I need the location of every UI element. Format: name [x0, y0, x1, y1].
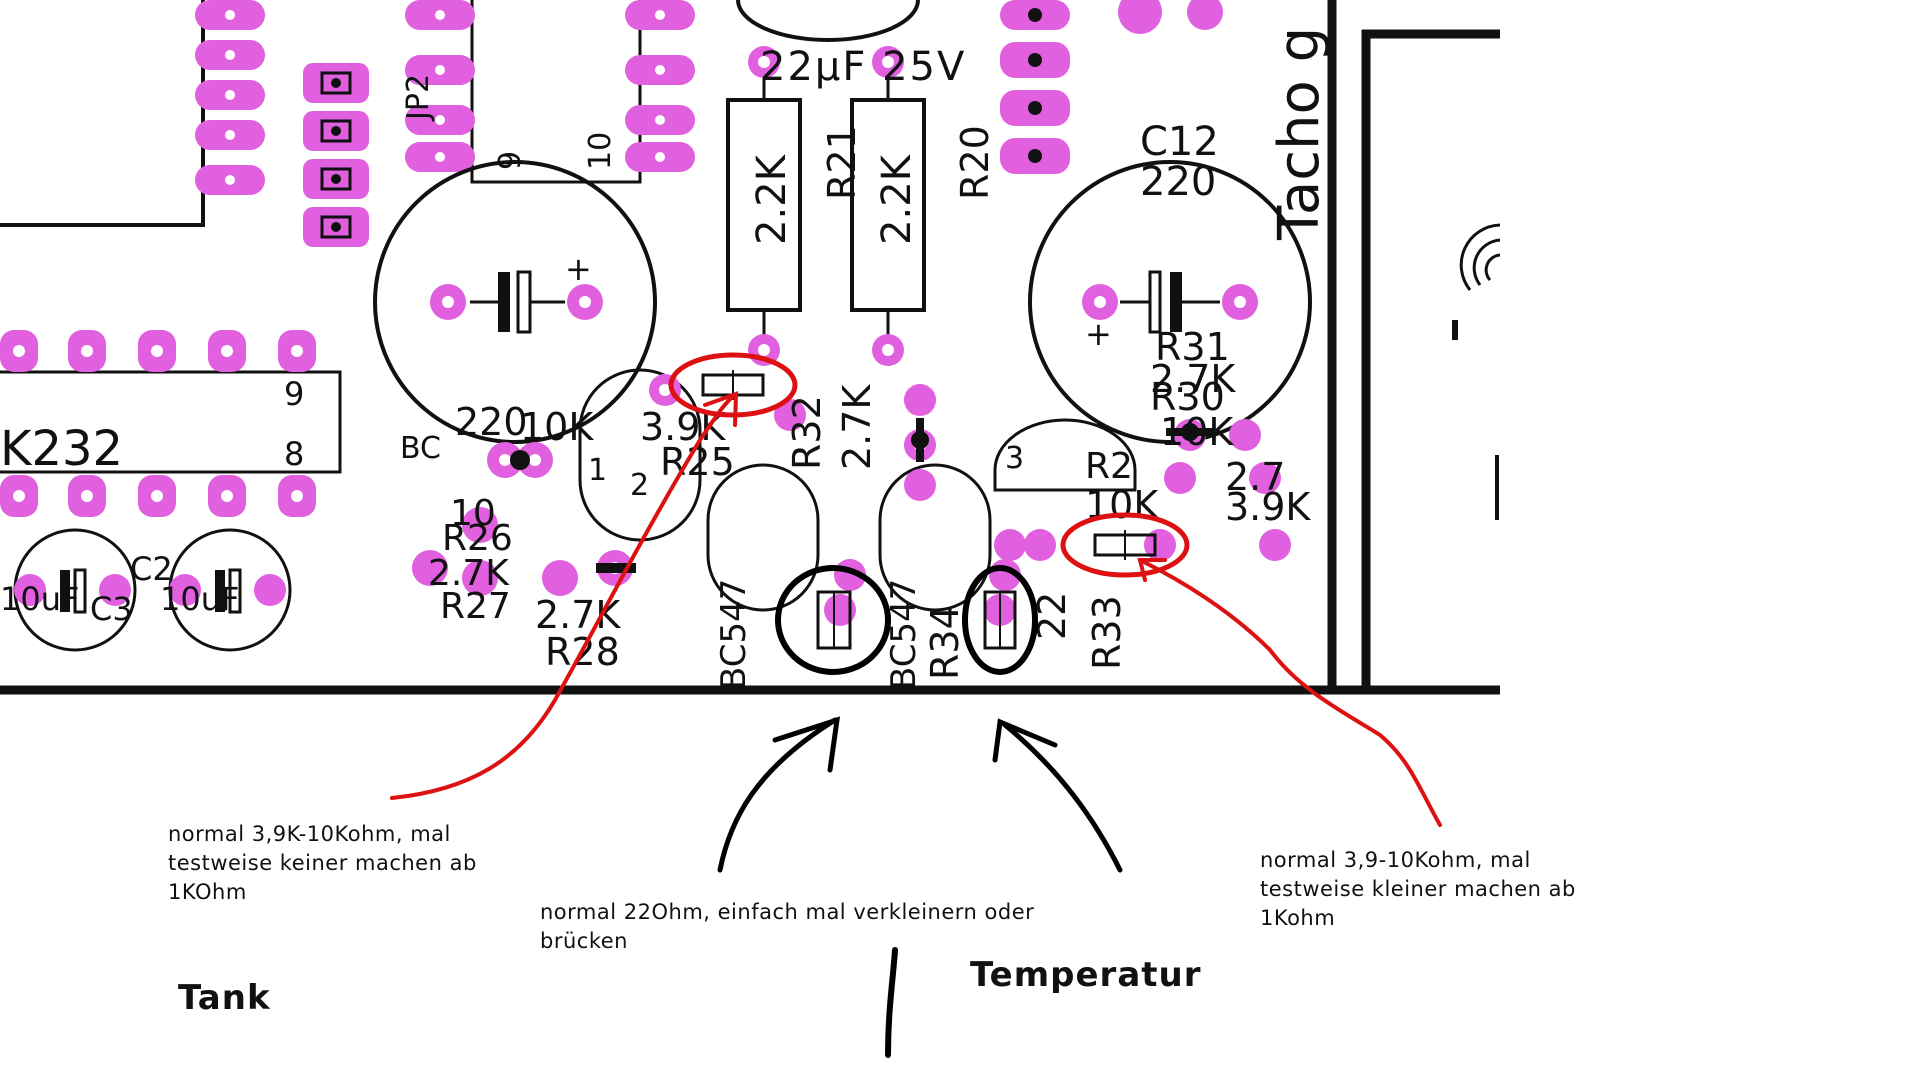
- label-c2-value: 10uF: [0, 580, 79, 618]
- label-r33: R33: [1085, 595, 1129, 670]
- pads-middle-cluster: [412, 374, 1291, 626]
- note-right-resistor: normal 3,9-10Kohm, mal testweise kleiner…: [1260, 848, 1576, 930]
- capacitor-left-large: +: [373, 160, 657, 444]
- board-outline: [0, 0, 1500, 695]
- label-r20-value: 2.2K: [874, 153, 920, 245]
- highlight-center-right-resistor: [962, 565, 1038, 675]
- label-220: 220: [455, 400, 528, 444]
- label-q-pin3: 3: [1005, 441, 1024, 476]
- label-pin9-left: 9: [284, 375, 304, 413]
- svg-text:+: +: [565, 250, 592, 288]
- note-center-resistors: normal 22Ohm, einfach mal verkleinern od…: [540, 900, 1035, 953]
- label-r27-value: 2.7K: [535, 593, 621, 637]
- label-pin9-top: 9: [493, 151, 528, 170]
- label-c12: C12: [1140, 119, 1219, 165]
- label-c3-value: 10uF: [160, 580, 239, 618]
- resistor-r20: [850, 46, 926, 366]
- label-r31: R31: [1155, 325, 1230, 369]
- silkscreen-text: JP2 9 10 22µF 25V 2.2K 2.2K R21 R20 C12 …: [0, 27, 1332, 690]
- black-arrow-center-left: [717, 716, 841, 873]
- transistor-bodies: [578, 368, 1137, 612]
- capacitor-right-large-c12: +: [1028, 160, 1312, 444]
- label-r31-value: 2.7K: [1150, 357, 1236, 401]
- label-q-pin2: 2: [630, 468, 649, 503]
- label-ic-left: K232: [0, 421, 123, 477]
- label-3-9k-right: 3.9K: [1225, 485, 1311, 529]
- jumper-jp2-pads: [303, 63, 369, 247]
- red-arrow-right: [1137, 558, 1442, 827]
- label-cap-top: 22µF 25V: [760, 44, 966, 90]
- pad-row-top-left: [195, 0, 265, 195]
- highlight-right-resistor: [1060, 512, 1190, 578]
- label-r26-2-7k: 2.7K: [428, 553, 510, 594]
- label-c2: C2: [130, 550, 173, 588]
- red-arrow-left: [390, 391, 739, 800]
- label-r34: R34: [923, 605, 967, 680]
- label-pin10-top: 10: [583, 132, 618, 170]
- label-r21: R21: [820, 125, 864, 200]
- small-capacitors-bottom-left: [13, 528, 292, 652]
- label-2-7k-mid: 2.7K: [835, 384, 879, 470]
- label-bc547-b: BC547: [884, 579, 924, 690]
- label-r30: R30: [1150, 375, 1225, 419]
- pad-column-right-top: [1000, 0, 1223, 174]
- capacitor-top-partial: [736, 0, 920, 42]
- label-r27: R27: [440, 586, 511, 627]
- label-bc: BC: [400, 431, 441, 466]
- label-r2x: R2: [1085, 446, 1133, 487]
- label-r30-value: 10K: [1160, 410, 1234, 454]
- label-r32: R32: [785, 395, 829, 470]
- label-tacho: Tacho g: [1267, 27, 1332, 241]
- label-10k-left: 10K: [520, 405, 594, 449]
- label-jp2: JP2: [401, 74, 436, 122]
- label-temperatur: Temperatur: [970, 955, 1202, 995]
- connector-round-part: [1452, 223, 1501, 520]
- svg-text:+: +: [1085, 315, 1112, 353]
- label-2-7-right: 2.7: [1225, 455, 1285, 499]
- ic-pads-top: [405, 0, 695, 172]
- label-r21-value: 2.2K: [749, 153, 795, 245]
- label-r20: R20: [953, 125, 997, 200]
- small-resistor-symbols: [510, 418, 1214, 573]
- label-pin8-left: 8: [284, 435, 304, 473]
- label-r26-value: 10: [450, 493, 496, 534]
- black-arrow-center-right: [992, 718, 1123, 873]
- label-c3: C3: [90, 590, 133, 628]
- label-q-pin1: 1: [588, 453, 607, 488]
- label-c12-value: 220: [1140, 159, 1216, 205]
- note-left-resistor: normal 3,9K-10Kohm, mal testweise keiner…: [168, 822, 477, 904]
- label-r26: R26: [442, 518, 513, 559]
- pad-row-left-ic: [0, 330, 316, 517]
- black-line-center-bottom: [885, 947, 898, 1058]
- label-bc547-a: BC547: [714, 579, 754, 690]
- highlight-left-resistor: [668, 352, 798, 418]
- highlight-center-left-resistor: [775, 565, 891, 675]
- label-tank: Tank: [178, 978, 271, 1018]
